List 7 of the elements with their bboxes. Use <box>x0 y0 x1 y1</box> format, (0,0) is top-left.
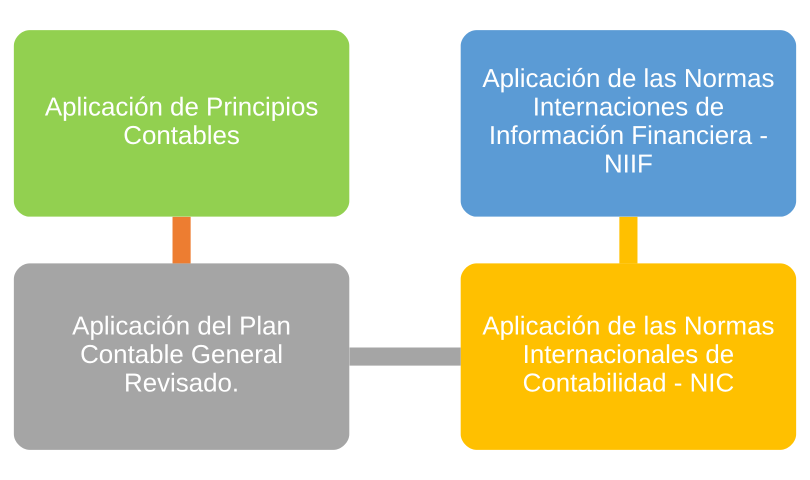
node-box: Aplicación de las Normas Internacionales de Contabilidad - NIC <box>460 263 796 450</box>
connector <box>172 216 191 264</box>
connector <box>619 216 638 264</box>
node-box: Aplicación del Plan Contable General Revisado. <box>14 263 350 450</box>
node-box: Aplicación de las Normas Internaciones de Información Financiera - NIIF <box>460 30 796 217</box>
node-box: Aplicación de Principios Contables <box>14 30 350 217</box>
connector <box>350 348 461 366</box>
